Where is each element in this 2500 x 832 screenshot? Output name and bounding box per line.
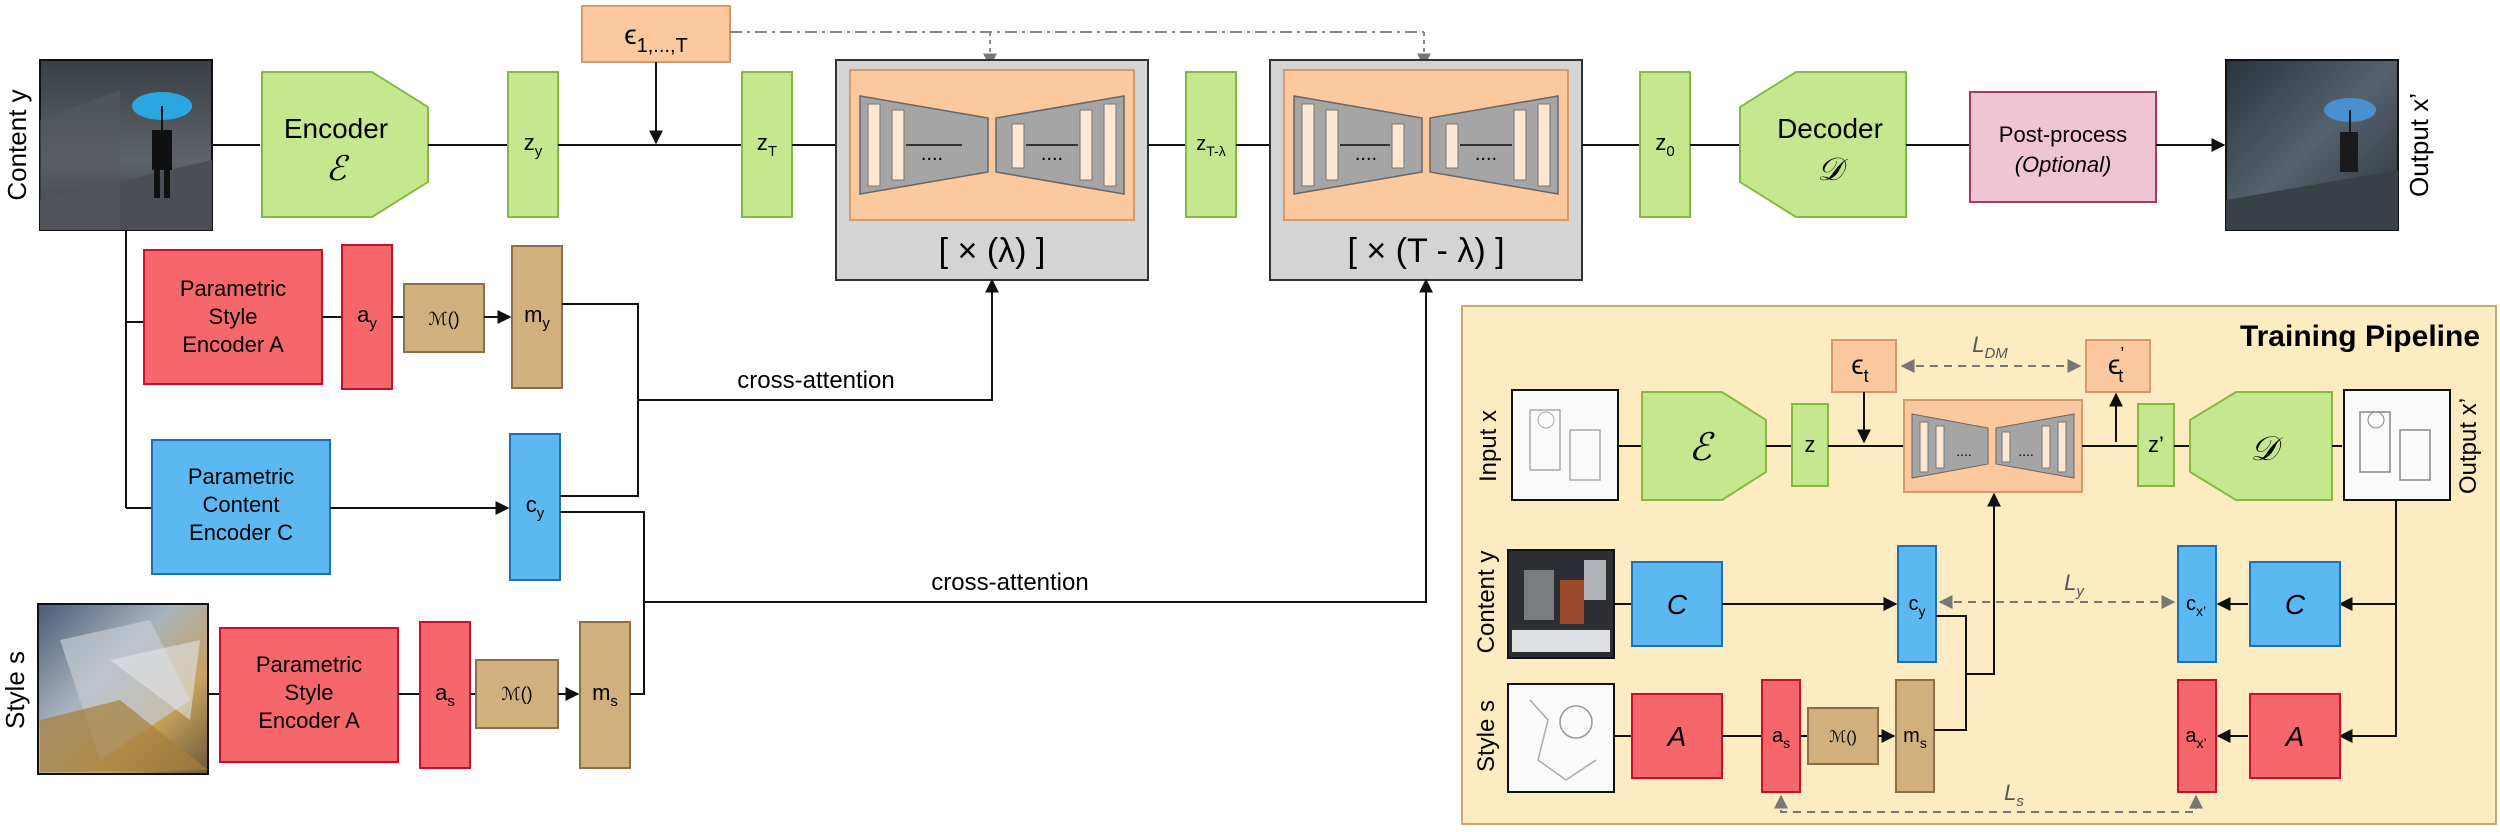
denoiser-T-lambda: .... .... [ × (T - λ) ]	[1269, 59, 1583, 281]
content-encoder: Parametric Content Encoder C	[151, 439, 331, 575]
svg-text:Input x: Input x	[1475, 410, 1502, 482]
as-block: as	[419, 621, 471, 769]
style-image	[37, 603, 209, 775]
svg-text:Encoder A: Encoder A	[182, 332, 284, 357]
m-func-bottom: ℳ()	[475, 659, 559, 729]
style-encoder-top: Parametric Style Encoder A	[143, 249, 323, 385]
svg-text:....: ....	[1041, 143, 1063, 165]
svg-text:....: ....	[921, 143, 943, 165]
ms-block: ms	[579, 621, 631, 769]
svg-text:Style s: Style s	[1473, 700, 1500, 772]
style-encoder-bottom: Parametric Style Encoder A	[219, 627, 399, 763]
svg-text:A: A	[1666, 721, 1687, 752]
svg-text:Parametric: Parametric	[188, 464, 294, 489]
encoder-label: Encoder	[284, 113, 388, 144]
z0-block: z0	[1639, 71, 1691, 218]
svg-text:ℳ(): ℳ()	[1829, 729, 1857, 746]
post-process-block: Post-process (Optional)	[1969, 91, 2157, 203]
svg-text:Style: Style	[209, 304, 258, 329]
eps-seq-block: ϵ1,...,T	[581, 5, 731, 63]
svg-text:ϵ’t: ϵ’t	[2108, 344, 2124, 386]
zTl-block: zT-λ	[1185, 71, 1237, 218]
ay-block: ay	[341, 244, 393, 390]
decoder-block: Decoder 𝒟	[1739, 71, 1907, 218]
svg-text:ℰ: ℰ	[1688, 427, 1715, 469]
svg-text:(Optional): (Optional)	[2015, 152, 2112, 177]
svg-text:Encoder C: Encoder C	[189, 520, 293, 545]
svg-text:Content: Content	[202, 492, 279, 517]
svg-text:C: C	[1667, 589, 1688, 620]
training-style-image	[1507, 683, 1615, 793]
output-x-prime-image	[2343, 389, 2451, 501]
zy-block: zy	[507, 71, 559, 218]
input-x-image	[1511, 389, 1619, 501]
svg-text:ℳ(): ℳ()	[501, 684, 532, 704]
svg-text:Encoder A: Encoder A	[258, 708, 360, 733]
svg-text:Style: Style	[285, 680, 334, 705]
m-func-top: ℳ()	[403, 283, 485, 353]
svg-text:....: ....	[1956, 443, 1972, 459]
encoder-symbol: ℰ	[326, 150, 350, 188]
output-x-label: Output x’	[2404, 93, 2434, 197]
svg-text:Output x’: Output x’	[2455, 398, 2482, 494]
decoder-label: Decoder	[1777, 113, 1883, 144]
training-content-image	[1507, 549, 1615, 659]
svg-text:Post-process: Post-process	[1999, 122, 2127, 147]
svg-text:ℳ(): ℳ()	[428, 309, 459, 329]
cross-attention-label-2: cross-attention	[931, 569, 1088, 596]
cy-block: cy	[509, 433, 561, 581]
svg-text:z’: z’	[2148, 432, 2164, 457]
svg-text:....: ....	[1475, 143, 1497, 165]
times-T-lambda-label: [ × (T - λ) ]	[1347, 232, 1504, 270]
svg-text:....: ....	[1355, 143, 1377, 165]
training-pipeline-panel: Training Pipeline Input x ℰ z ϵt LDM ϵ’t	[1461, 305, 2497, 825]
times-lambda-label: [ × (λ) ]	[939, 232, 1046, 270]
encoder-block: Encoder ℰ	[261, 71, 429, 218]
svg-text:z: z	[1805, 432, 1816, 457]
content-image	[39, 59, 213, 231]
svg-text:....: ....	[2018, 443, 2034, 459]
content-y-label: Content y	[2, 89, 32, 200]
denoiser-lambda: .... .... [ × (λ) ]	[835, 59, 1149, 281]
cross-attention-label-1: cross-attention	[737, 367, 894, 394]
my-block: my	[511, 245, 563, 389]
training-title: Training Pipeline	[2240, 320, 2480, 353]
output-image	[2225, 59, 2399, 231]
svg-text:C: C	[2285, 589, 2306, 620]
zT-block: zT	[741, 71, 793, 218]
svg-text:Parametric: Parametric	[256, 652, 362, 677]
svg-text:Parametric: Parametric	[180, 276, 286, 301]
svg-text:A: A	[2284, 721, 2305, 752]
svg-text:Content y: Content y	[1473, 551, 1500, 654]
style-s-label: Style s	[0, 651, 30, 729]
